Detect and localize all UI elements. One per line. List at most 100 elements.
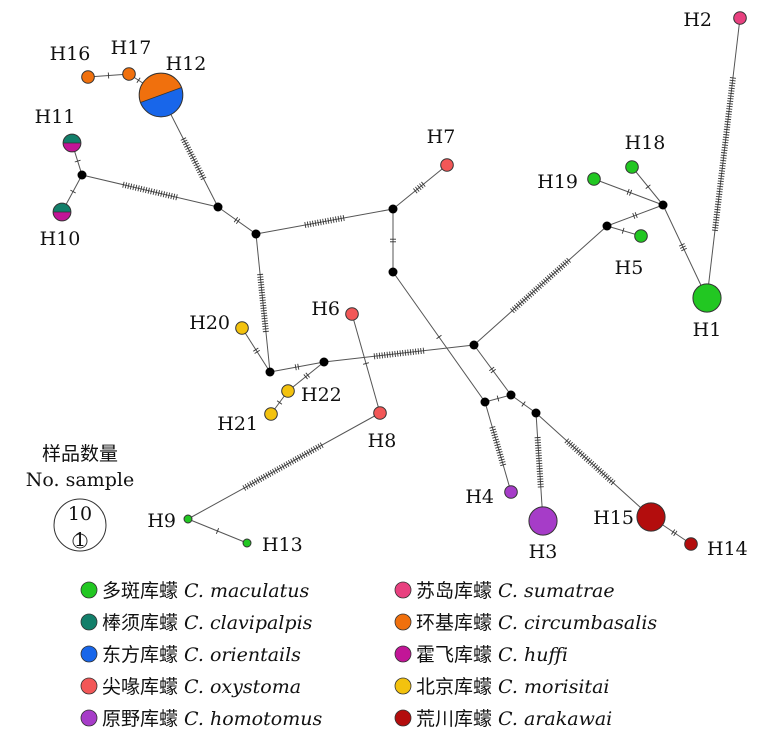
mutation-tick [531, 289, 537, 295]
mutation-tick [716, 193, 723, 195]
legend-item-maculatus: 多斑库蠓 C. maculatus [80, 580, 309, 602]
mutation-tick [329, 217, 332, 224]
median-vector-m11 [531, 408, 541, 418]
mutation-tick [189, 155, 196, 160]
mutation-tick [714, 208, 721, 211]
edge-m11-H15 [535, 412, 652, 518]
mutation-tick [261, 312, 268, 315]
mutation-tick [376, 352, 378, 360]
mutation-tick [606, 476, 612, 482]
mutation-tick [626, 188, 630, 195]
mutation-tick [713, 214, 720, 216]
mutation-tick [253, 347, 259, 352]
legend-swatch [80, 645, 98, 663]
edge-m8-m12 [473, 225, 608, 346]
mutation-tick [276, 400, 283, 405]
edge-m4-m5 [390, 209, 396, 272]
edge-m9-H4 [484, 401, 512, 493]
haplotype-label-H18: H18 [625, 132, 666, 154]
mutation-tick [184, 144, 190, 148]
haplotype-label-H15: H15 [593, 507, 634, 529]
median-vector-m8 [469, 340, 479, 350]
median-vector-m3 [251, 229, 261, 239]
mutation-tick [259, 302, 267, 304]
mutation-tick [258, 289, 265, 291]
mutation-tick [215, 528, 220, 534]
mutation-tick [715, 201, 722, 203]
edge-H8-H9 [187, 412, 381, 520]
mutation-tick [728, 92, 735, 95]
legend-swatch [394, 709, 412, 727]
legend-item-oxystoma: 尖喙库蠓 C. oxystoma [80, 676, 301, 698]
mutation-tick [313, 446, 317, 452]
mutation-tick [322, 218, 325, 225]
mutation-tick [256, 477, 260, 484]
edge-m3-m4 [255, 208, 394, 235]
mutation-tick [415, 348, 417, 355]
mutation-tick [492, 438, 499, 442]
haplotype-H17 [122, 67, 136, 81]
mutation-tick [713, 219, 720, 221]
mutation-tick [265, 472, 269, 479]
mutation-tick [560, 263, 566, 269]
mutation-tick [718, 172, 725, 175]
mutation-tick [342, 214, 345, 222]
mutation-tick [512, 306, 517, 312]
mutation-tick [122, 181, 125, 188]
haplotype-H20 [235, 321, 249, 335]
mutation-tick [308, 448, 313, 455]
mutation-tick [722, 141, 729, 144]
mutation-tick [301, 452, 306, 459]
legend-label: 棒须库蠓 C. clavipalpis [102, 612, 313, 634]
mutation-tick [729, 77, 736, 79]
edge-H9-H13 [187, 518, 248, 544]
edge-H6-H8 [351, 313, 381, 414]
haplotype-H8 [373, 406, 387, 420]
mutation-tick [725, 110, 733, 113]
legend-item-huffi: 霍飞库蠓 C. huffi [394, 644, 568, 666]
edge-m12-m13 [606, 204, 664, 227]
median-vector-m10 [506, 390, 516, 400]
mutation-tick [399, 350, 402, 357]
legend-item-homotomus: 原野库蠓 C. homotomus [80, 708, 322, 730]
mutation-tick [191, 158, 197, 162]
haplotype-label-H5: H5 [615, 257, 644, 279]
scale-subtitle: No. sample [26, 469, 134, 491]
mutation-tick [257, 276, 264, 278]
mutation-tick [129, 183, 133, 190]
haplotype-label-H20: H20 [189, 312, 230, 334]
mutation-tick [170, 193, 173, 200]
edge-m3-m6 [255, 233, 271, 373]
mutation-tick [260, 310, 267, 312]
mutation-tick [721, 149, 728, 152]
median-vector-m12 [602, 221, 612, 231]
mutation-tick [272, 468, 276, 475]
median-vector-m5 [388, 267, 398, 277]
mutation-tick [192, 160, 199, 164]
haplotype-label-H16: H16 [50, 43, 91, 65]
haplotype-H16 [81, 70, 95, 84]
median-vector-m13 [658, 200, 668, 210]
mutation-tick [587, 459, 593, 465]
mutation-tick [720, 154, 727, 157]
mutation-tick [715, 195, 722, 198]
mutation-tick [728, 87, 735, 90]
haplotype-H10 [52, 202, 72, 222]
mutation-tick [711, 229, 719, 232]
mutation-tick [419, 183, 424, 189]
mutation-tick [415, 186, 420, 192]
mutation-tick [717, 183, 724, 185]
mutation-tick [303, 374, 308, 380]
legend-item-orientails: 东方库蠓 C. orientails [80, 644, 301, 666]
legend-swatch [394, 677, 412, 695]
edge-m4-H7 [392, 164, 448, 210]
mutation-tick [233, 217, 239, 223]
haplotype-H9 [183, 514, 193, 524]
edge-m5-m9 [392, 271, 486, 403]
edge-H19-m13 [593, 178, 664, 206]
mutation-tick [724, 123, 731, 126]
mutation-tick [556, 266, 562, 272]
mutation-tick [134, 184, 138, 191]
mutation-tick [546, 275, 552, 281]
